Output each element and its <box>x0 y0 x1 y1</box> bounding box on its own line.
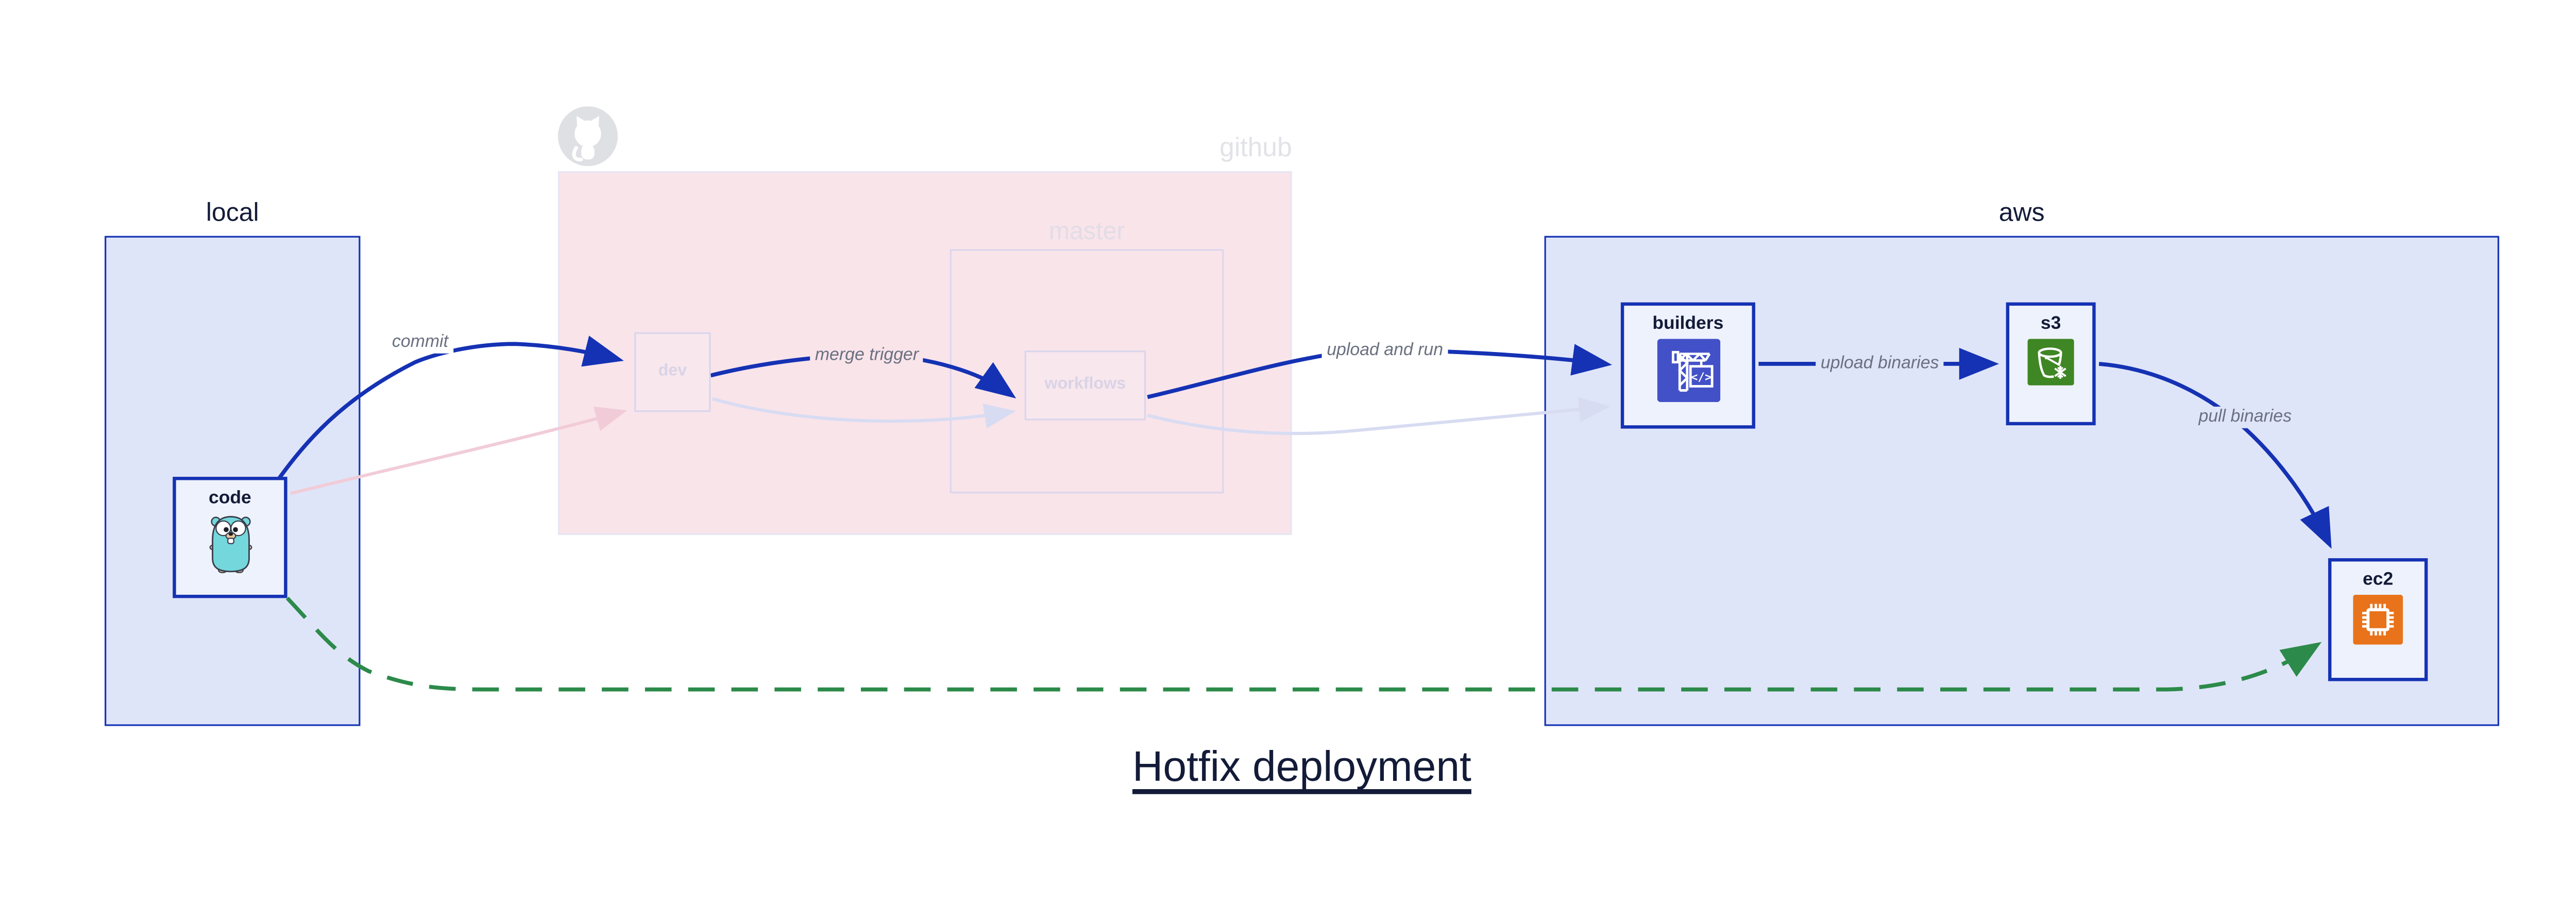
codebuild-code-glyph: </> <box>1690 371 1711 384</box>
aws-group-label: aws <box>1998 199 2045 228</box>
s3-glacier-bucket-icon <box>2027 339 2074 386</box>
edge-label-pull-binaries: pull binaries <box>2193 406 2297 428</box>
edge-label-upload-binaries: upload binaries <box>1816 353 1944 375</box>
edge-dev-to-workflows-faded <box>711 397 1016 429</box>
node-ec2-label: ec2 <box>2363 570 2394 590</box>
node-code: code <box>173 477 287 598</box>
node-dev: dev <box>634 332 711 412</box>
node-workflows-label: workflows <box>1044 375 1126 394</box>
node-builders-label: builders <box>1652 314 1724 334</box>
edge-commit-segment1 <box>277 336 624 480</box>
master-group-box <box>950 249 1224 494</box>
node-s3: s3 <box>2006 302 2096 426</box>
ec2-chip-icon <box>2353 594 2403 645</box>
edge-pull-binaries <box>2098 362 2332 549</box>
github-octocat-icon <box>557 106 618 166</box>
go-gopher-icon <box>208 515 251 574</box>
diagram-title: Hotfix deployment <box>1132 744 1471 791</box>
edge-label-commit: commit <box>387 331 453 353</box>
node-s3-label: s3 <box>2040 314 2061 334</box>
node-ec2: ec2 <box>2328 558 2428 681</box>
edge-workflows-to-builders-faded <box>1147 397 1611 435</box>
edge-code-to-ec2-dashed <box>285 596 2322 692</box>
codebuild-crane-icon: </> <box>1656 339 1720 403</box>
node-code-label: code <box>209 488 251 509</box>
node-workflows: workflows <box>1024 350 1146 421</box>
node-builders: builders </> <box>1620 302 1755 429</box>
edge-code-to-dev-faded <box>290 406 628 495</box>
edge-label-upload-and-run: upload and run <box>1321 340 1448 361</box>
github-group-label: github <box>1219 135 1292 163</box>
local-group-label: local <box>206 199 259 228</box>
node-dev-label: dev <box>658 362 687 381</box>
edge-label-merge-trigger: merge trigger <box>810 345 924 366</box>
master-group-label: master <box>1048 218 1125 246</box>
